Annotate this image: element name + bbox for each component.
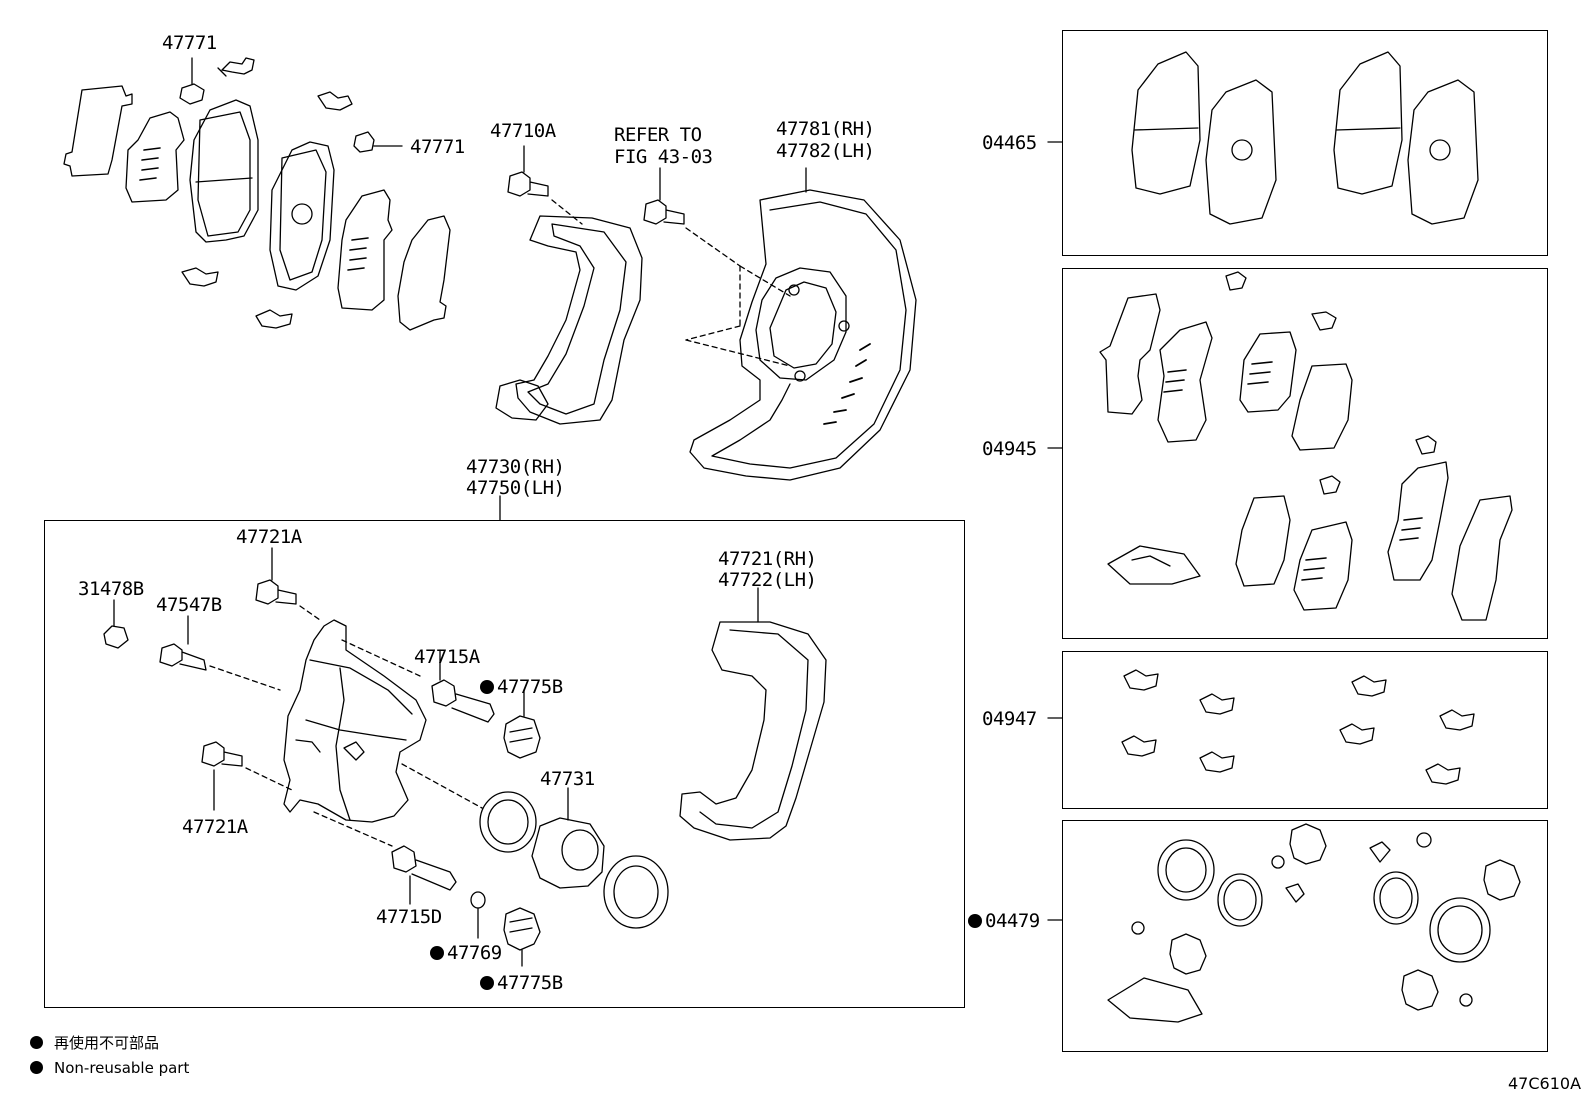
boot-47775b-top: [503, 715, 541, 759]
callout-47775b-top: 47775B: [480, 676, 563, 698]
callout-refer-line2: FIG 43-03: [614, 146, 713, 168]
kit-box-04945: [1062, 268, 1548, 639]
dust-shield: [689, 167, 917, 481]
torque-plate-upper: [515, 215, 643, 425]
callout-47775b-top-text: 47775B: [497, 676, 563, 698]
brake-pad-outer: [189, 99, 259, 243]
callout-47769-text: 47769: [447, 942, 502, 964]
callout-47547b: 47547B: [156, 594, 222, 616]
kit-label-04945: 04945: [982, 438, 1037, 460]
kit-label-04479-text: 04479: [985, 910, 1040, 932]
legend-english: Non-reusable part: [30, 1059, 189, 1077]
callout-47722-lh: 47722(LH): [718, 569, 817, 591]
bolt-47721a-top: [255, 579, 297, 605]
kit-04465-illustration: [1047, 51, 1479, 225]
bleeder-47547b: [159, 643, 207, 671]
non-reusable-marker: [968, 914, 982, 928]
torque-plate-group: [495, 145, 791, 425]
shim-inner-left: [125, 111, 185, 203]
guide-pin-47715d: [391, 845, 457, 891]
anti-squeal-shim-left: [63, 85, 133, 177]
kit-box-04465: [1062, 30, 1548, 256]
callout-47715d: 47715D: [376, 906, 442, 928]
kit-box-04947: [1062, 651, 1548, 809]
callout-47781: 47781(RH): [776, 118, 875, 140]
legend-english-text: Non-reusable part: [54, 1059, 190, 1077]
kit-04947-illustration: [1047, 669, 1475, 785]
kit-box-04479: [1062, 820, 1548, 1052]
caliper-mounting-bracket: [679, 621, 827, 841]
callout-47721a-top: 47721A: [236, 526, 302, 548]
kit-04479-illustration: [1047, 823, 1521, 1023]
anti-squeal-shim-right: [397, 215, 451, 331]
bolt-47710a: [507, 171, 549, 197]
caliper-assembly-box: [44, 520, 965, 1008]
legend-japanese: 再使用不可部品: [30, 1034, 159, 1052]
guide-pin-47715a: [431, 679, 495, 723]
callout-47730: 47730(RH): [466, 456, 565, 478]
pad-wear-indicator-top: [179, 83, 205, 105]
pad-support-clip-4: [255, 309, 293, 329]
cap-31478b: [103, 625, 129, 649]
pad-wear-indicator-right: [353, 131, 375, 153]
piston-47731: [531, 817, 605, 889]
pad-support-clip-3: [181, 267, 219, 287]
callout-47769: 47769: [430, 942, 502, 964]
figure-code: 47C610A: [1508, 1074, 1582, 1093]
non-reusable-marker: [480, 680, 494, 694]
callout-47750: 47750(LH): [466, 477, 565, 499]
pad-support-clip-1: [217, 57, 255, 77]
bolt-47721a-bottom: [201, 741, 243, 767]
callout-31478b: 31478B: [78, 578, 144, 600]
legend-dot: [30, 1061, 43, 1074]
kit-label-04947: 04947: [982, 708, 1037, 730]
callout-47775b-bottom-text: 47775B: [497, 972, 563, 994]
callout-47771-top: 47771: [162, 32, 217, 54]
callout-47775b-bottom: 47775B: [480, 972, 563, 994]
legend-japanese-text: 再使用不可部品: [54, 1034, 160, 1052]
callout-refer-line1: REFER TO: [614, 124, 702, 146]
non-reusable-marker: [430, 946, 444, 960]
caliper-body: [283, 619, 427, 823]
callout-47721-rh: 47721(RH): [718, 548, 817, 570]
bolt-refer: [643, 199, 685, 225]
caliper-group: [103, 495, 827, 967]
legend-dot: [30, 1036, 43, 1049]
callout-47721a-bottom: 47721A: [182, 816, 248, 838]
kit-04945-illustration: [1047, 271, 1513, 621]
shim-inner-right: [337, 189, 393, 311]
pad-support-clip-2: [317, 91, 353, 111]
boot-47775b-bottom: [503, 907, 541, 951]
kit-label-04465: 04465: [982, 132, 1037, 154]
callout-47782: 47782(LH): [776, 140, 875, 162]
brake-pad-inner: [269, 141, 335, 291]
callout-47731: 47731: [540, 768, 595, 790]
callout-47715a: 47715A: [414, 646, 480, 668]
pad-shim-group: [63, 57, 451, 331]
piston-seal: [479, 791, 537, 853]
cylinder-boot: [603, 855, 669, 929]
callout-47771-right: 47771: [410, 136, 465, 158]
non-reusable-marker: [480, 976, 494, 990]
callout-47710a: 47710A: [490, 120, 556, 142]
kit-label-04479: 04479: [968, 910, 1040, 932]
